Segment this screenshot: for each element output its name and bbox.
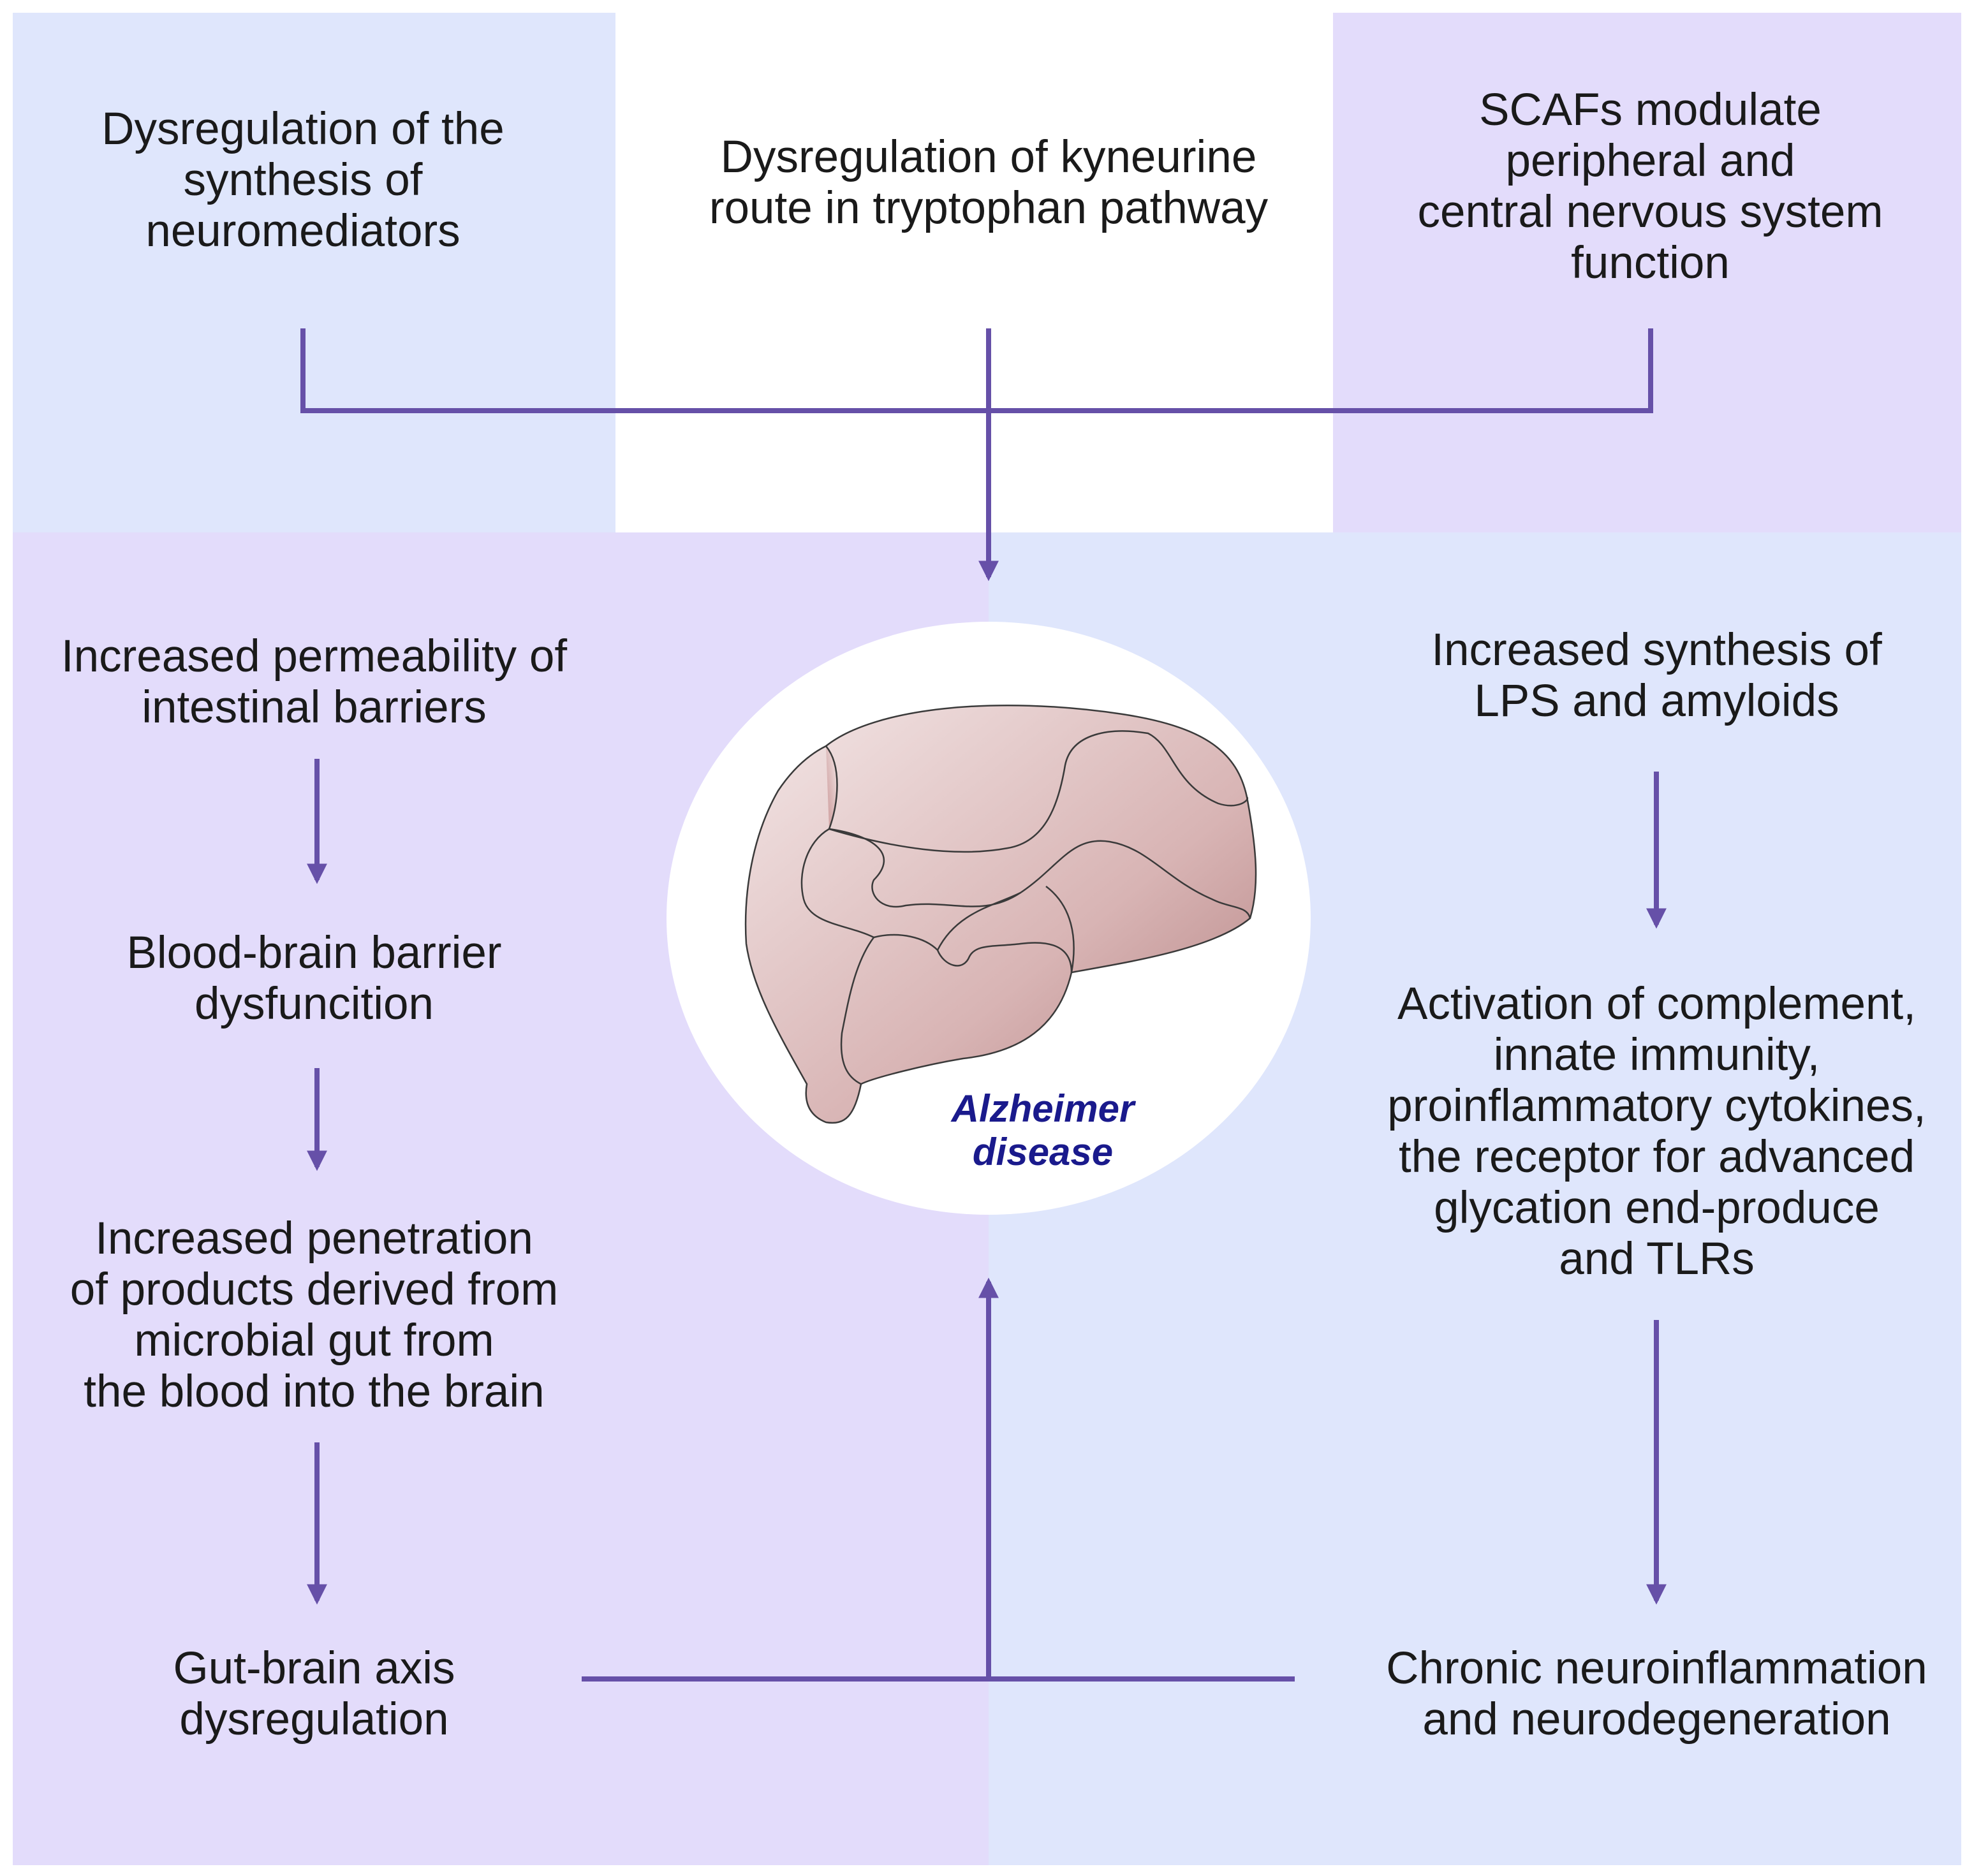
brain-icon (744, 704, 1257, 1124)
right-step-2: Activation of complement, innate immunit… (1387, 979, 1926, 1284)
left-step-2: Blood-brain barrier dysfuncition (126, 928, 502, 1029)
alzheimer-label: Alzheimer disease (951, 1087, 1135, 1173)
panel-top-center (615, 13, 1333, 532)
panel-top-left (13, 13, 615, 532)
top-left-text: Dysregulation of the synthesis of neurom… (101, 104, 505, 256)
left-step-4: Gut-brain axis dysregulation (173, 1643, 455, 1745)
left-step-3: Increased penetration of products derive… (70, 1213, 559, 1417)
left-step-1: Increased permeability of intestinal bar… (61, 631, 568, 733)
top-right-text: SCAFs modulate peripheral and central ne… (1417, 85, 1883, 288)
top-center-text: Dysregulation of kyneurine route in tryp… (709, 132, 1269, 233)
center-circle (667, 622, 1311, 1215)
right-step-3: Chronic neuroinflammation and neurodegen… (1386, 1643, 1927, 1745)
panel-top-right (1333, 13, 1961, 532)
right-step-1: Increased synthesis of LPS and amyloids (1431, 625, 1882, 726)
